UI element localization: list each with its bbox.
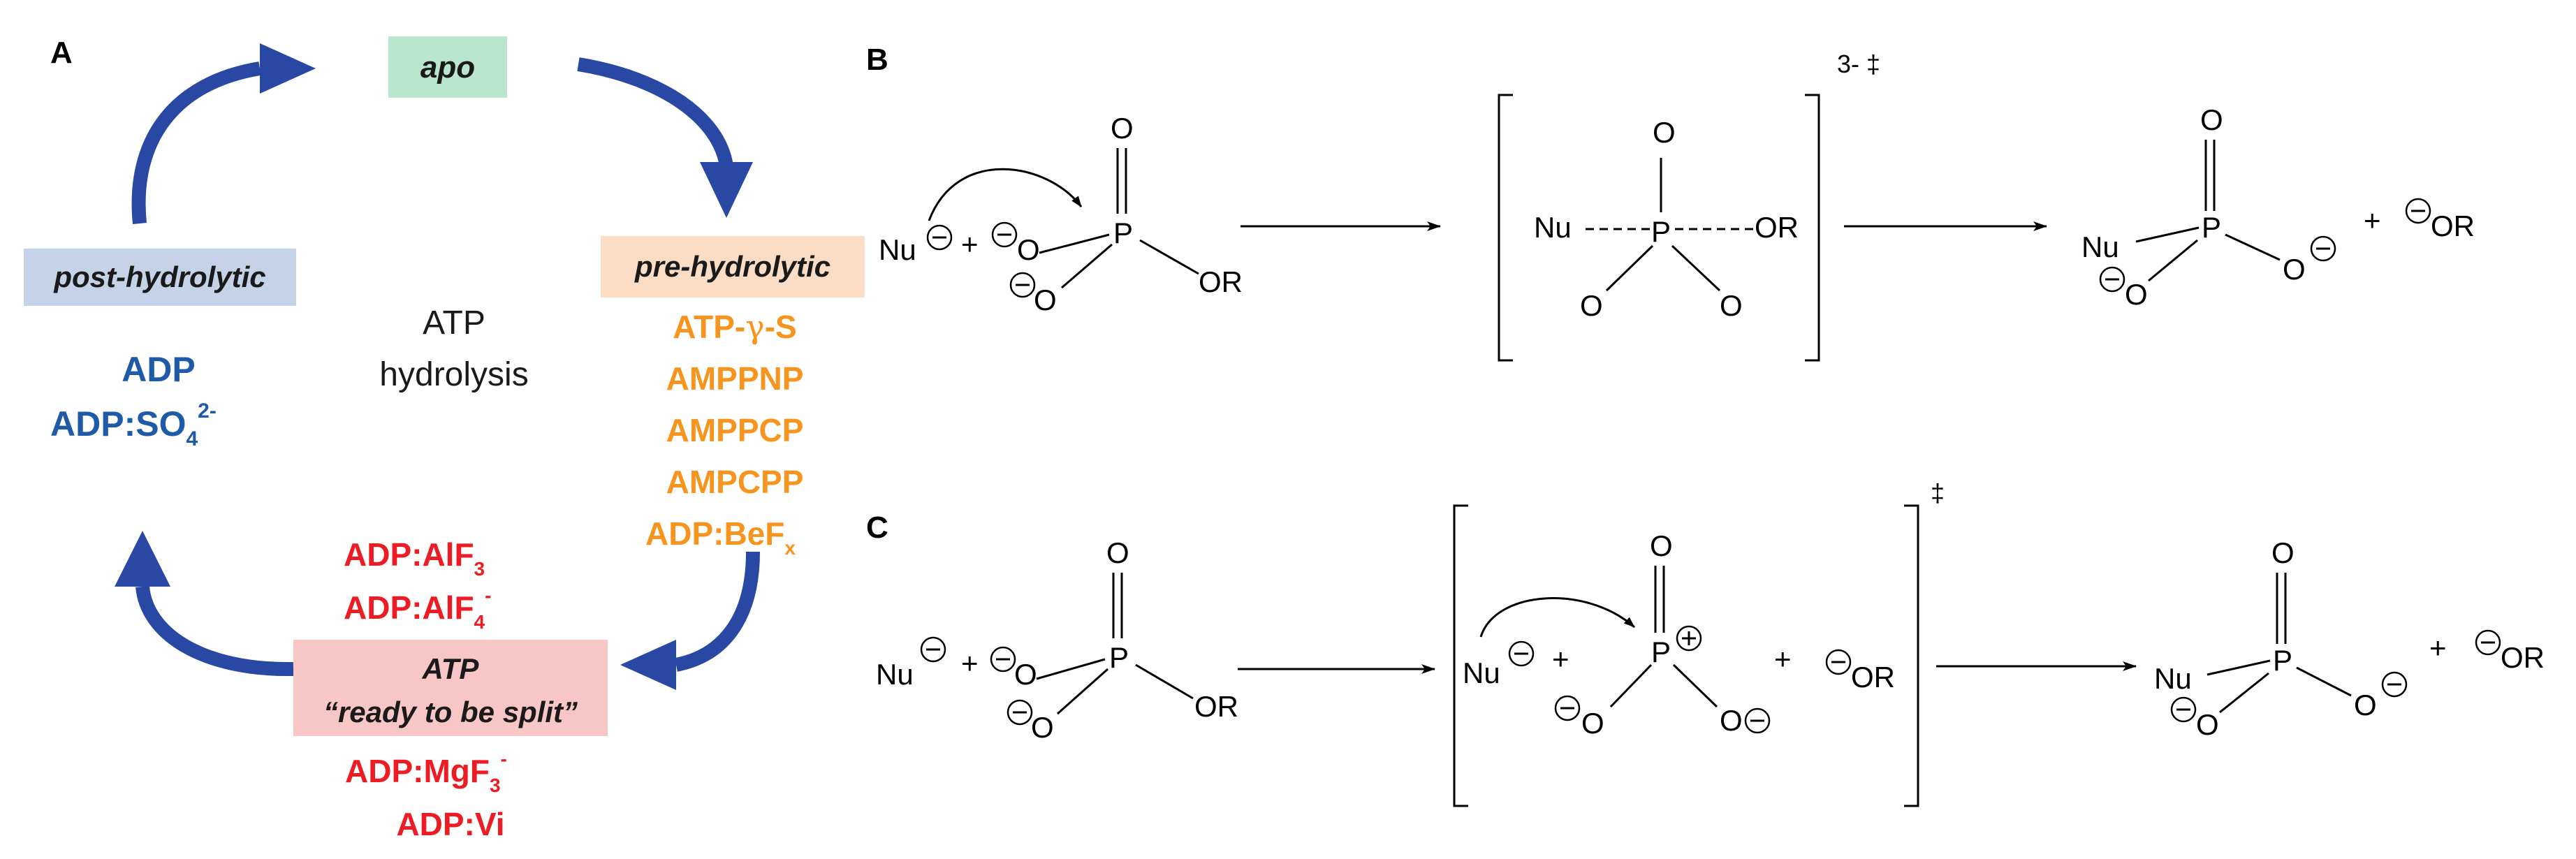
center-label-hydrolysis: hydrolysis (379, 356, 528, 393)
c-prod-oxide-1: O (2354, 689, 2377, 721)
b-ts-oxo: O (1653, 116, 1676, 149)
c-ts-phosphorus: P (1651, 636, 1671, 668)
ready-box (293, 640, 608, 736)
c-ts-oxo: O (1650, 529, 1673, 562)
c-leaving-group: OR (2501, 641, 2545, 674)
b-prod-phosphorus: P (2202, 211, 2221, 244)
cycle-arrow-bottom-right (620, 551, 760, 690)
b-prod-oxide-2: O (2125, 278, 2148, 311)
apo-label: apo (420, 50, 475, 85)
b-phosphorus: P (1113, 216, 1133, 249)
ready-item-adp-alf3: ADP:AlF3 (344, 536, 485, 580)
ready-item-adp-mgf3: ADP:MgF3- (345, 748, 507, 796)
panel-a-letter: A (50, 36, 73, 70)
c-oxide-1: O (1014, 658, 1037, 691)
c-phosphonium-charge (1676, 625, 1702, 652)
b-ts-nu: Nu (1534, 211, 1572, 244)
c-nucleophile: Nu (876, 658, 914, 691)
post-hydrolytic-label: post-hydrolytic (53, 260, 265, 293)
b-prod-oxide-1: O (2283, 253, 2306, 286)
b-leaving-group: OR (2431, 210, 2475, 242)
panel-c-letter: C (866, 511, 888, 545)
b-nucleophile: Nu (879, 233, 916, 266)
cycle-arrow-bottom-left (115, 531, 294, 677)
cycle-arrow-top-right (577, 57, 753, 218)
b-prod-oxo: O (2200, 103, 2223, 136)
pre-item-amppnp: AMPPNP (666, 360, 804, 397)
panel-b: B Nu + P O OR O O 3- (866, 43, 2475, 362)
c-ts-oxide-1: O (1581, 707, 1604, 740)
c-prod-plus: + (2429, 631, 2447, 664)
c-transition-state: ‡ Nu + P O O O + OR (1453, 478, 1945, 807)
c-or: OR (1194, 690, 1238, 723)
c-ts-nu: Nu (1463, 656, 1500, 689)
c-ts-oxide-2: O (1720, 704, 1743, 737)
b-prod-nu: Nu (2081, 230, 2119, 263)
c-plus: + (961, 647, 979, 680)
b-or: OR (1199, 265, 1243, 298)
c-ts-leaving-group: OR (1851, 661, 1895, 693)
pre-item-amppcp: AMPPCP (666, 412, 804, 448)
b-nu-charge (926, 224, 953, 251)
b-oxo: O (1111, 112, 1134, 145)
pre-item-atp-gamma-s: ATP-γ-S (673, 308, 796, 346)
c-attack-arrow (1479, 597, 1635, 638)
panel-a: A apo post-hydrolytic ADP ADP:SO42- ATP … (24, 36, 865, 842)
c-ts-plus-2: + (1774, 643, 1792, 675)
c-oxide-2: O (1031, 711, 1054, 744)
c-ts-charge: ‡ (1931, 478, 1945, 507)
b-ts-phosphorus: P (1651, 215, 1671, 248)
c-product: Nu P O O O + OR (2154, 536, 2545, 741)
b-product: Nu P O O O + OR (2081, 103, 2475, 311)
c-reactant: Nu + P O OR O O (876, 536, 1238, 744)
c-phosphorus: P (1109, 641, 1129, 674)
ready-label-split: “ready to be split” (323, 696, 578, 728)
c-prod-oxide-2: O (2196, 708, 2219, 741)
cycle-arrow-top-left (131, 43, 316, 224)
b-prod-plus: + (2364, 204, 2381, 237)
c-prod-phosphorus: P (2273, 644, 2292, 677)
post-item-adp: ADP (122, 350, 196, 389)
b-oxide-1: O (1017, 233, 1040, 266)
pre-hydrolytic-box (601, 236, 865, 298)
b-ts-oxide-1: O (1580, 289, 1603, 322)
c-oxo: O (1106, 536, 1129, 569)
post-hydrolytic-box (24, 249, 296, 306)
b-transition-state: 3- ‡ Nu P OR O O O (1498, 50, 1880, 362)
panel-b-letter: B (866, 43, 888, 77)
center-label-atp: ATP (423, 304, 485, 342)
ready-label-atp: ATP (422, 652, 480, 685)
c-ts-plus-1: + (1552, 643, 1569, 675)
pre-item-adp-befx: ADP:BeFx (645, 515, 796, 559)
post-item-adp-so4: ADP:SO42- (50, 399, 217, 450)
b-ts-charge: 3- ‡ (1837, 50, 1880, 78)
b-reactant: Nu + P O OR O O (879, 112, 1243, 316)
b-ts-or: OR (1755, 211, 1799, 244)
c-prod-oxo: O (2271, 536, 2295, 569)
b-oxide-2: O (1034, 284, 1057, 316)
panel-c: C Nu + P O OR O O ‡ (866, 478, 2545, 807)
ready-item-adp-alf4: ADP:AlF4- (344, 585, 491, 633)
ready-item-adp-vi: ADP:Vi (396, 806, 504, 842)
pre-item-ampcpp: AMPCPP (666, 464, 804, 500)
apo-box (388, 36, 507, 98)
c-prod-nu: Nu (2154, 662, 2192, 695)
b-plus: + (961, 228, 979, 260)
b-attack-arrow (928, 168, 1083, 221)
pre-hydrolytic-label: pre-hydrolytic (634, 250, 830, 283)
b-ts-oxide-2: O (1720, 289, 1743, 322)
